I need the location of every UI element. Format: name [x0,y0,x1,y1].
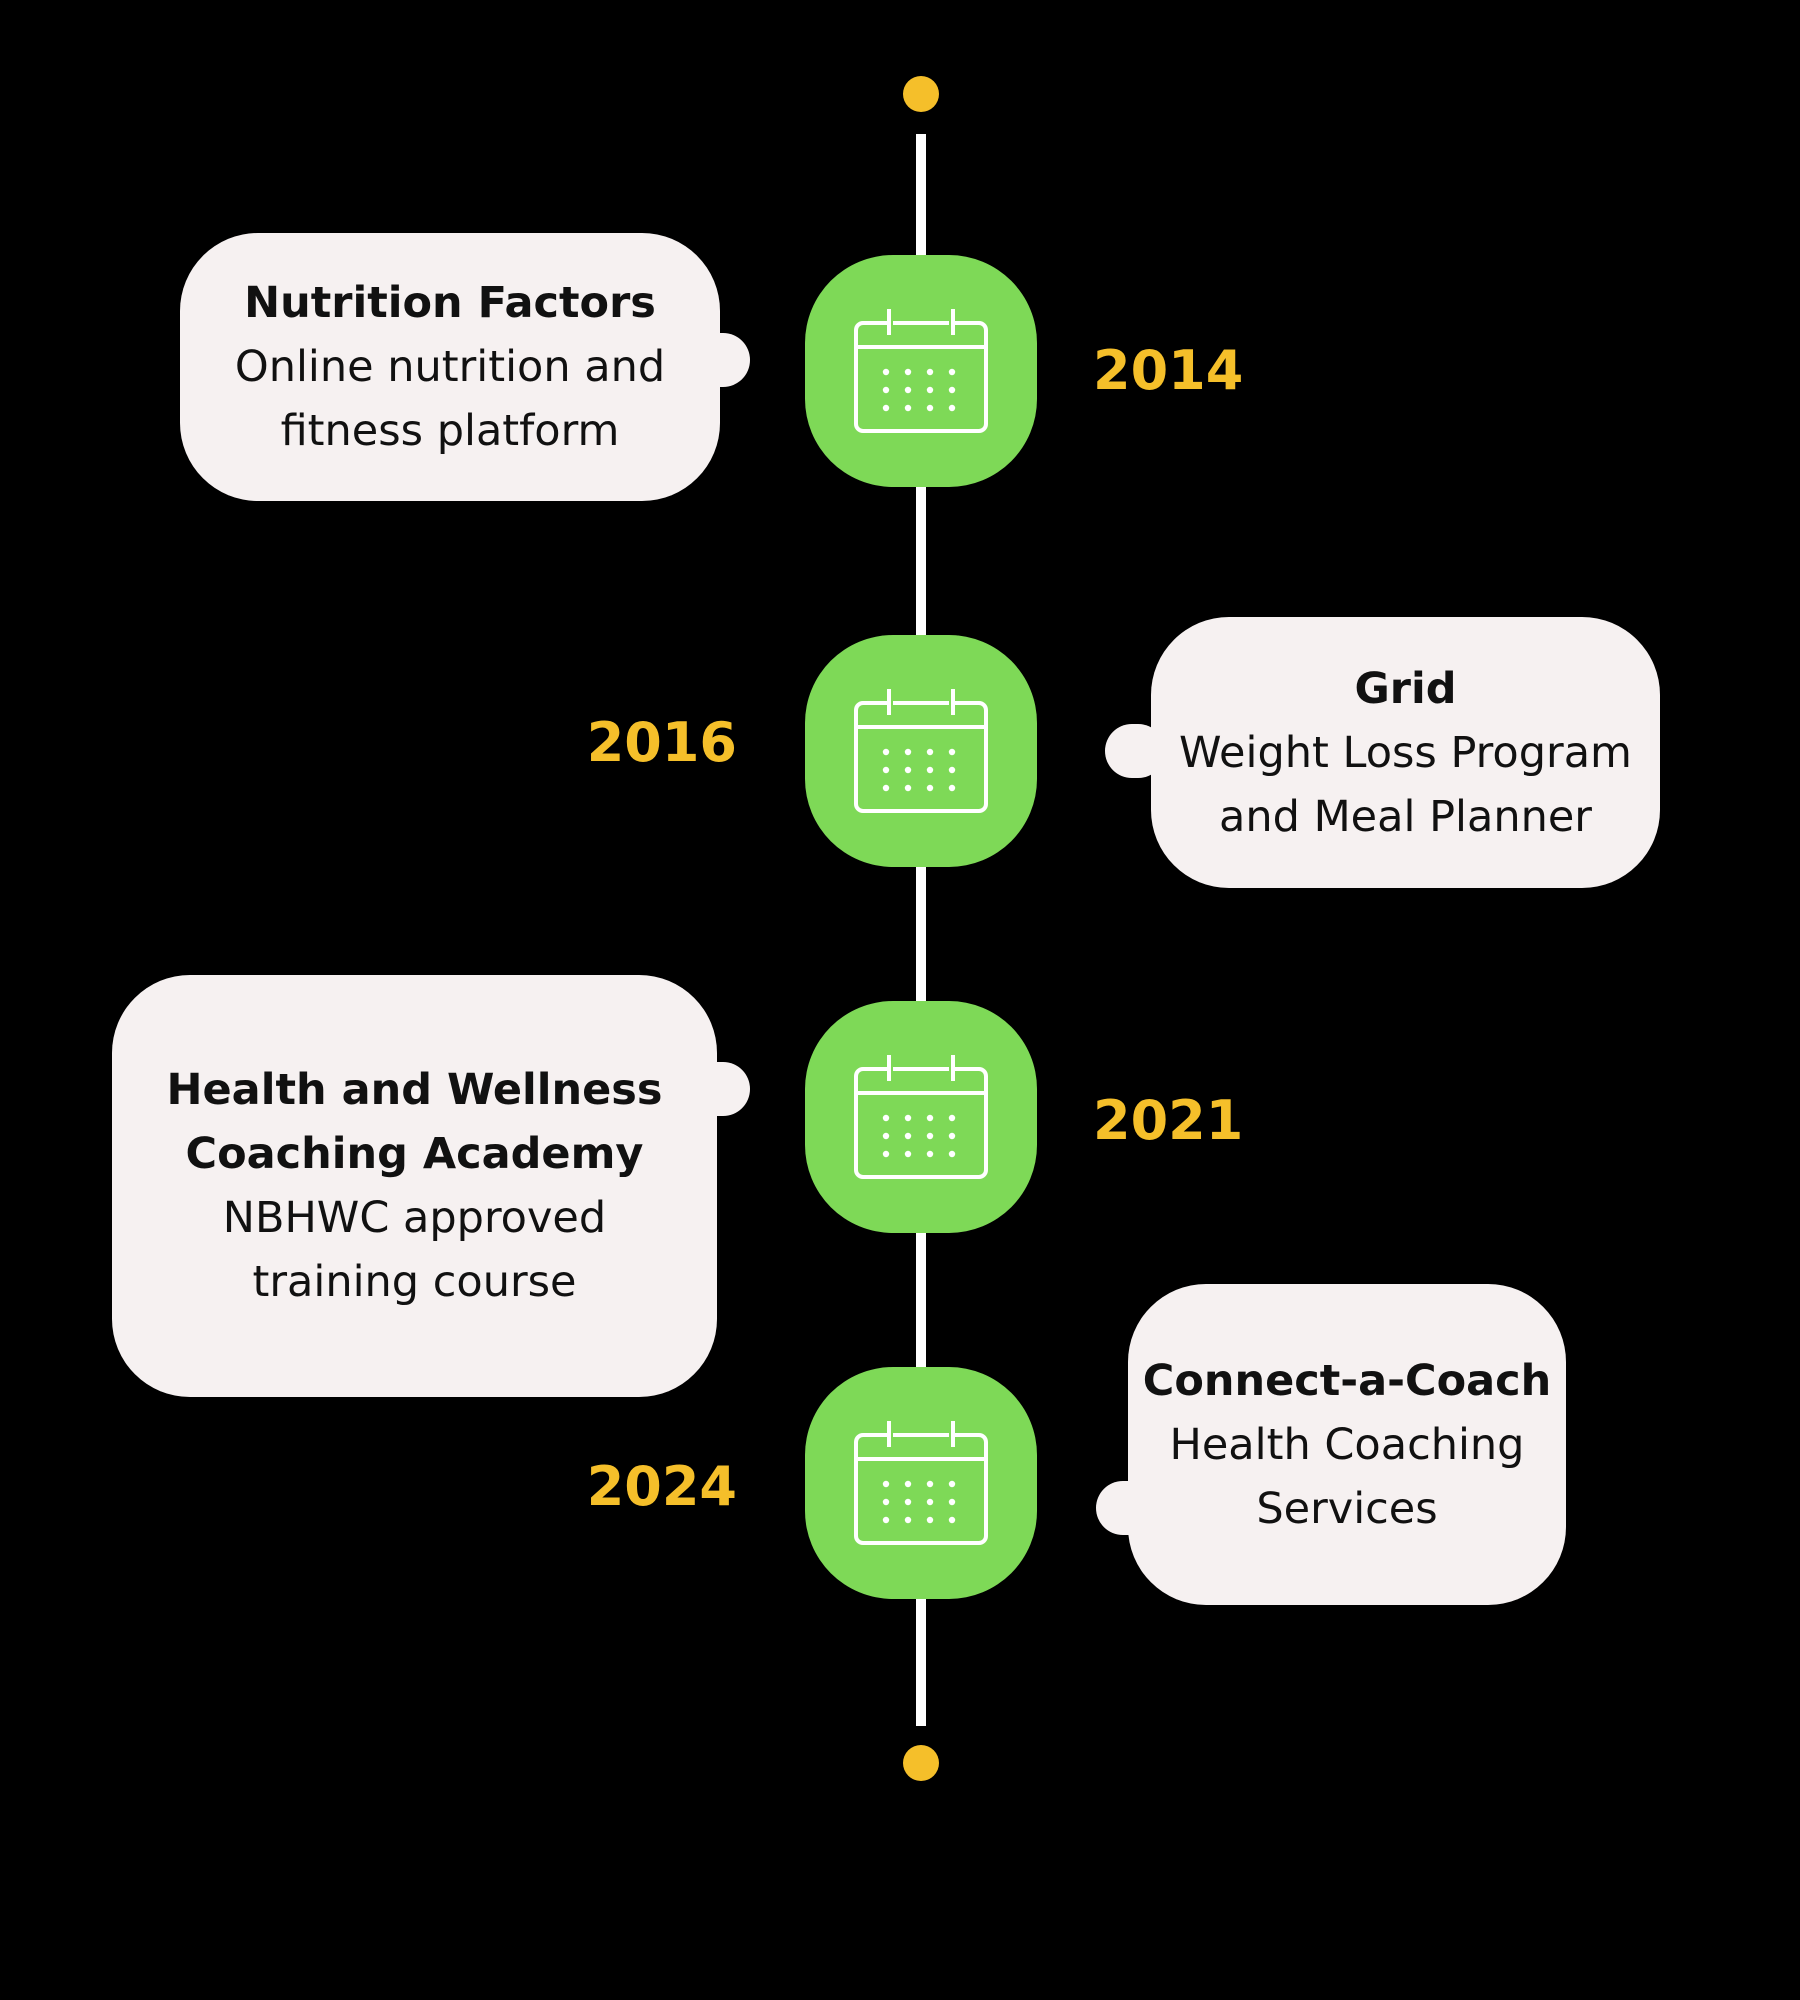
card-connector [690,333,750,387]
milestone-node-2014 [805,255,1037,487]
calendar-icon [851,1052,991,1182]
milestone-description: NBHWC approved [222,1193,607,1243]
milestone-title: Grid [1354,663,1457,714]
milestone-title: Connect-a-Coach [1142,1355,1552,1406]
milestone-card-2024: Connect-a-Coach Health Coaching Services [1128,1284,1566,1605]
milestone-card-2016: Grid Weight Loss Program and Meal Planne… [1151,617,1660,888]
milestone-description: Health Coaching [1169,1419,1525,1470]
milestone-description: and Meal Planner [1219,791,1592,842]
milestone-title: Nutrition Factors [244,278,656,328]
milestone-description: Services [1256,1483,1438,1534]
milestone-year: 2021 [1093,1089,1244,1152]
milestone-card-2014: Nutrition Factors Online nutrition and f… [180,233,720,501]
milestone-description: fitness platform [280,406,620,456]
milestone-node-2021 [805,1001,1037,1233]
card-connector [1096,1481,1156,1535]
milestone-node-2024 [805,1367,1037,1599]
milestone-description: Weight Loss Program [1179,727,1632,778]
milestone-year: 2024 [586,1455,737,1518]
milestone-title: Health and Wellness [166,1065,663,1115]
calendar-icon [851,306,991,436]
timeline-end-dot-icon [903,1745,939,1781]
card-connector [1105,724,1165,778]
milestone-card-2021: Health and Wellness Coaching Academy NBH… [112,975,717,1397]
calendar-icon [851,1418,991,1548]
calendar-icon [851,686,991,816]
milestone-year: 2016 [586,711,737,774]
milestone-description: training course [252,1257,577,1307]
timeline-start-dot-icon [903,76,939,112]
milestone-title: Coaching Academy [185,1129,644,1179]
milestone-description: Online nutrition and [234,342,666,392]
milestone-year: 2014 [1093,339,1244,402]
milestone-node-2016 [805,635,1037,867]
card-connector [690,1062,750,1116]
timeline-line [916,134,926,1726]
